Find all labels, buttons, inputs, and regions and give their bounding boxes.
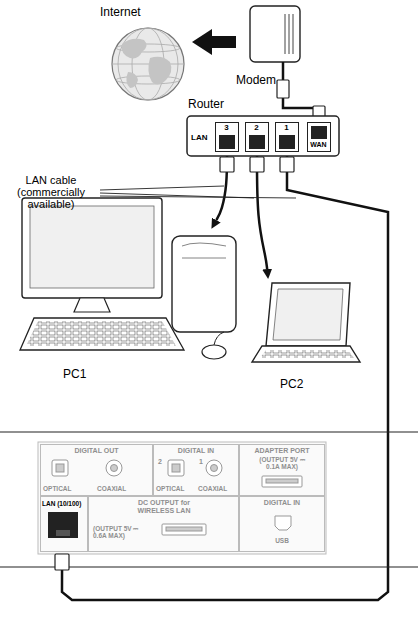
lan-terminal: LAN (10/100) <box>40 496 88 552</box>
label-text: OPTICAL <box>43 485 72 492</box>
label-text: PC2 <box>280 378 303 391</box>
label-text: 1 <box>199 458 203 466</box>
laptop-pc: PC2 <box>250 278 365 396</box>
label-text: (OUTPUT 5V ⎓ 0.6A MAX) <box>93 525 151 539</box>
router: RouterLAN 321WAN <box>185 98 341 172</box>
cable-plug <box>220 157 294 172</box>
modem: Modem <box>236 4 306 104</box>
label-text: ADAPTER PORT <box>240 447 324 455</box>
router <box>187 116 339 156</box>
label-text: PC1 <box>63 368 86 381</box>
label-text: COAXIAL <box>198 485 227 492</box>
label-text: 2 <box>246 124 267 133</box>
wan-port: WAN <box>307 122 331 152</box>
label-text: Modem <box>236 74 276 87</box>
label-text: Internet <box>100 6 141 19</box>
label-text: 2 <box>158 458 162 466</box>
label-text: DIGITAL IN <box>240 499 324 507</box>
label-text: COAXIAL <box>97 485 126 492</box>
lan-port: 1 <box>275 122 299 152</box>
label-text: LAN (10/100) <box>42 500 81 507</box>
lan-jack <box>48 512 78 570</box>
panel-section: DC OUTPUT for WIRELESS LAN (OUTPUT 5V ⎓ 0… <box>88 496 239 552</box>
label-text: USB <box>240 537 324 544</box>
label-text: DC OUTPUT for WIRELESS LAN <box>119 499 209 514</box>
desktop-pc: PC1 <box>15 228 250 386</box>
panel-section: DIGITAL IN USB <box>239 496 325 552</box>
label-text: Router <box>188 98 224 111</box>
label-text: OPTICAL <box>156 485 185 492</box>
label-text: 1 <box>276 124 297 133</box>
panel-edge <box>0 432 418 567</box>
globe <box>112 28 184 100</box>
desktop-pc <box>20 198 236 359</box>
lan-port: 2 <box>245 122 269 152</box>
panel-connectors <box>52 460 302 535</box>
panel-section: DIGITAL IN 2 1OPTICAL COAXIAL <box>153 444 239 496</box>
leader-line <box>100 186 296 198</box>
label-text: (OUTPUT 5V ⎓ 0.1A MAX) <box>252 456 312 470</box>
rear-panel <box>38 442 326 554</box>
internet-globe: Internet <box>100 4 192 104</box>
label-text: LAN <box>191 134 207 143</box>
modem <box>250 6 325 120</box>
label-text: DIGITAL IN <box>154 447 238 455</box>
panel-section: DIGITAL OUT OPTICAL COAXIAL <box>40 444 153 496</box>
cable-note: LAN cable (commercially available) <box>4 174 98 210</box>
label-text: DIGITAL OUT <box>41 447 152 455</box>
label-text: 3 <box>216 124 237 133</box>
laptop-pc <box>252 283 360 362</box>
label-text: WAN <box>308 141 329 149</box>
lan-port: 3 <box>215 122 239 152</box>
panel-section: ADAPTER PORT(OUTPUT 5V ⎓ 0.1A MAX) <box>239 444 325 496</box>
block-arrow <box>212 36 236 48</box>
